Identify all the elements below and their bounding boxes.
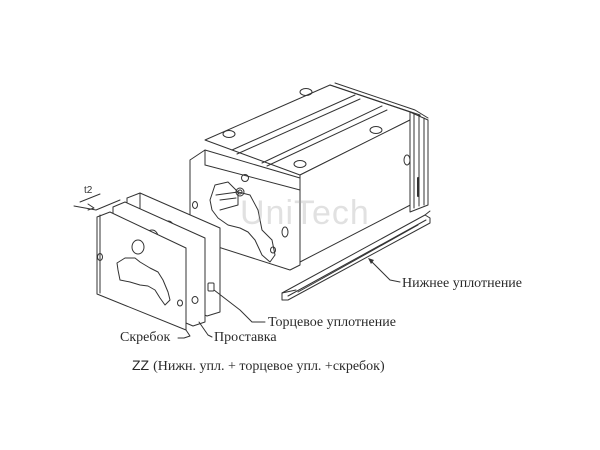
bottom-seal-strip [281, 210, 431, 301]
watermark: UniTech [240, 194, 370, 232]
dimension-t2 [73, 193, 121, 211]
leader-lines [177, 259, 401, 339]
caption-text: (Нижн. упл. + торцевое упл. +скребок) [153, 359, 385, 374]
callout-bottom-seal: Нижнее уплотнение [402, 276, 523, 291]
dimension-label-t2: t2 [84, 185, 93, 196]
carriage-block [189, 82, 429, 271]
callout-end-seal: Торцевое уплотнение [268, 315, 396, 330]
callout-scraper: Скребок [120, 330, 171, 345]
diagram-caption: ZZ(Нижн. упл. + торцевое упл. +скребок) [132, 358, 385, 374]
callout-spacer: Проставка [214, 330, 277, 345]
caption-code: ZZ [132, 357, 150, 373]
scraper-plate [96, 211, 187, 331]
